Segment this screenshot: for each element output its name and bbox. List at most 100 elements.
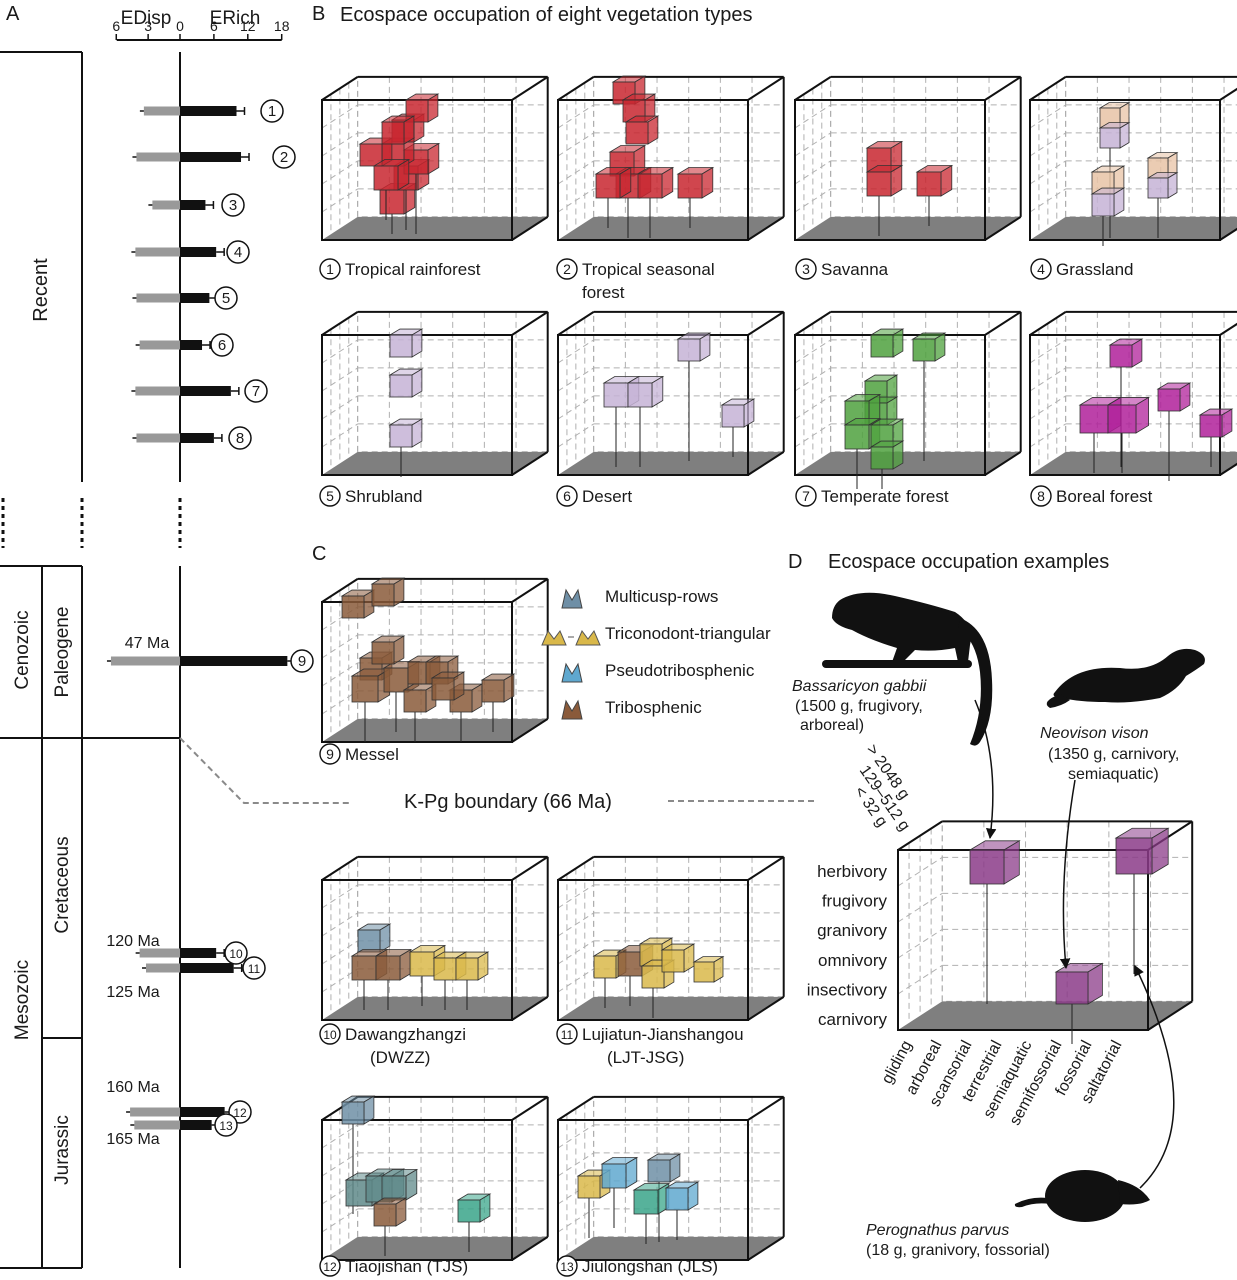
floor xyxy=(1030,451,1237,475)
floor xyxy=(322,996,548,1020)
bar-erich xyxy=(180,152,242,162)
bar-number-circle xyxy=(226,240,250,264)
cube-front xyxy=(383,667,409,693)
front-frame xyxy=(794,99,986,241)
cube-front xyxy=(1109,344,1133,368)
bar-edisp xyxy=(146,963,180,973)
cube-front xyxy=(389,424,413,448)
bar-erich xyxy=(180,386,231,396)
diet-label: insectivory xyxy=(807,980,888,999)
caption-number-circle xyxy=(319,1023,341,1045)
bar-number-circle xyxy=(214,286,238,310)
grid-line xyxy=(557,1124,594,1149)
legend-label: Pseudotribosphenic xyxy=(605,661,755,680)
edge xyxy=(557,856,595,881)
caption-number: 11 xyxy=(561,1028,574,1042)
cube-front xyxy=(641,965,665,989)
ecospace-box: 1 Tropical rainforest xyxy=(319,75,549,280)
tooth-icon xyxy=(561,588,583,609)
era-cenozoic: Cenozoic xyxy=(12,610,33,689)
edge xyxy=(557,76,595,101)
cube-front xyxy=(601,1163,627,1189)
cube-front xyxy=(381,121,405,145)
age-cret-top: 120 Ma xyxy=(106,933,159,950)
cube-front xyxy=(916,171,942,197)
cube-front xyxy=(633,1189,659,1215)
cube-front xyxy=(431,677,455,701)
cube-front xyxy=(870,334,894,358)
age-jur-bottom: 165 Ma xyxy=(106,1131,159,1148)
era-mesozoic: Mesozoic xyxy=(12,960,33,1040)
panel-b-label: B xyxy=(312,3,325,25)
period-jurassic: Jurassic xyxy=(52,1115,73,1185)
bar-number-circle xyxy=(290,649,314,673)
bar-edisp xyxy=(152,200,180,210)
cube-front xyxy=(1091,193,1115,217)
panel-c-label: C xyxy=(312,543,326,565)
tooth-icon xyxy=(561,662,583,683)
species-neovison-line2: semiaquatic) xyxy=(1068,766,1159,783)
erich-axis-label: ERich xyxy=(210,8,261,29)
caption-label: Desert xyxy=(582,487,632,506)
edge xyxy=(794,76,832,101)
cube-front xyxy=(373,165,399,191)
edge xyxy=(984,76,1022,101)
bar-erich xyxy=(180,948,217,958)
species-perognathus-line1: (18 g, granivory, fossorial) xyxy=(866,1242,1050,1259)
caption-number-circle xyxy=(1030,258,1052,280)
erich-tick-label: 6 xyxy=(210,18,218,34)
front-frame xyxy=(557,1119,749,1261)
cube-front xyxy=(844,424,870,450)
bar-number-circle xyxy=(242,956,266,980)
cube-front xyxy=(433,957,457,981)
grid-line xyxy=(1029,104,1066,129)
front-frame xyxy=(321,1119,513,1261)
cube-front xyxy=(665,1187,689,1211)
grid-line xyxy=(794,104,831,129)
floor xyxy=(795,216,1021,240)
cube-front xyxy=(677,338,701,362)
grid-line xyxy=(897,856,943,887)
species-bassaricyon-line2: arboreal) xyxy=(800,717,864,734)
caption-number: 7 xyxy=(802,488,810,504)
caption-label: Dawangzhangzi xyxy=(345,1025,466,1044)
mink-silhouette xyxy=(1046,648,1205,708)
edge xyxy=(747,216,785,241)
edge xyxy=(984,216,1022,241)
caption-label: Tropical rainforest xyxy=(345,260,481,279)
legend-label: Multicusp-rows xyxy=(605,587,718,606)
bar-erich xyxy=(180,963,234,973)
edge xyxy=(511,1236,549,1261)
edge xyxy=(747,856,785,881)
caption-number: 6 xyxy=(563,488,571,504)
floor xyxy=(322,216,548,240)
cube-front xyxy=(371,641,395,665)
cube-front xyxy=(866,171,892,197)
caption-number-circle xyxy=(319,743,341,765)
edge xyxy=(557,311,595,336)
erich-tick-label: 12 xyxy=(240,18,256,34)
caption-number: 1 xyxy=(326,261,334,277)
cube-front xyxy=(625,121,649,145)
caption-label: Savanna xyxy=(821,260,889,279)
bar-edisp xyxy=(139,948,180,958)
edge xyxy=(897,820,943,851)
cube-front xyxy=(1079,404,1109,434)
edisp-tick-label: 3 xyxy=(144,18,152,34)
cube-front xyxy=(593,955,617,979)
cube-front xyxy=(357,929,381,953)
age-jur-top: 160 Ma xyxy=(106,1079,159,1096)
caption-number: 12 xyxy=(323,1260,337,1274)
diet-label: herbivory xyxy=(817,862,887,881)
cube-front xyxy=(351,675,379,703)
cube-front xyxy=(1107,404,1137,434)
cube-front xyxy=(351,955,377,981)
caption-label-line2: (DWZZ) xyxy=(370,1048,430,1067)
bar-erich xyxy=(180,656,288,666)
erich-tick-label: 18 xyxy=(274,18,290,34)
bar-erich xyxy=(180,1120,212,1130)
